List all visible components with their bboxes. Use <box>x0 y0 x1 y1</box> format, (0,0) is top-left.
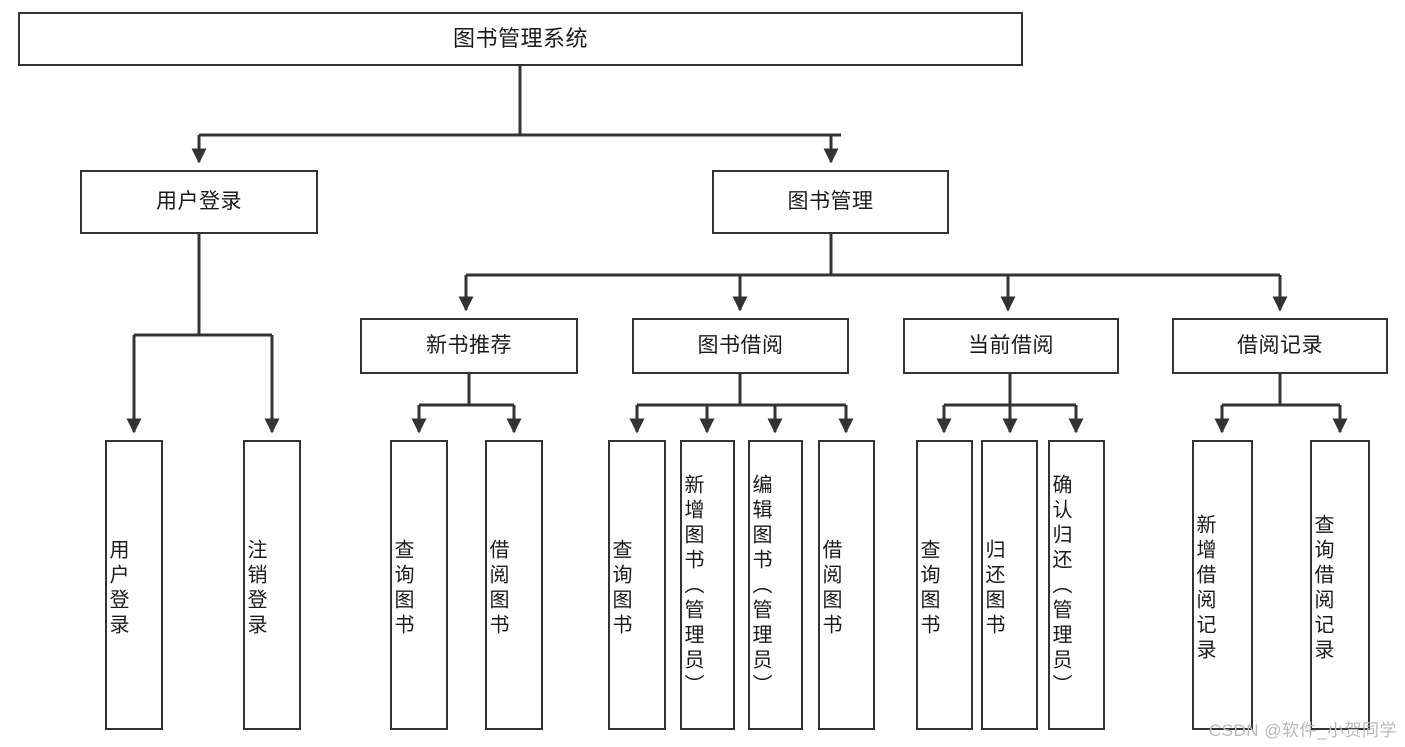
node-leaf-confirm-return-admin-label: 确认归还（管理员） <box>1049 473 1071 699</box>
node-book-borrow[interactable]: 图书借阅 <box>632 318 849 374</box>
node-leaf-borrow-book-1[interactable]: 借阅图书 <box>485 440 543 730</box>
node-leaf-query-book-1-label: 查询图书 <box>391 539 413 639</box>
node-new-book-recommend[interactable]: 新书推荐 <box>360 318 578 374</box>
node-current-borrow[interactable]: 当前借阅 <box>903 318 1119 374</box>
node-leaf-query-book-2[interactable]: 查询图书 <box>608 440 666 730</box>
node-current-borrow-label: 当前借阅 <box>968 334 1054 358</box>
node-leaf-borrow-book-1-label: 借阅图书 <box>486 539 508 639</box>
node-leaf-borrow-book-2[interactable]: 借阅图书 <box>818 440 875 730</box>
node-book-borrow-label: 图书借阅 <box>697 334 784 358</box>
node-leaf-query-book-1[interactable]: 查询图书 <box>390 440 448 730</box>
node-leaf-query-borrow-record-label: 查询借阅记录 <box>1311 514 1333 664</box>
node-leaf-add-borrow-record-label: 新增借阅记录 <box>1193 514 1215 664</box>
node-borrow-record-label: 借阅记录 <box>1237 334 1323 358</box>
node-leaf-user-login-label: 用户登录 <box>106 539 128 639</box>
node-book-manage-label: 图书管理 <box>787 190 874 214</box>
node-leaf-user-login[interactable]: 用户登录 <box>105 440 163 730</box>
node-leaf-logout-login[interactable]: 注销登录 <box>243 440 301 730</box>
node-user-login-label: 用户登录 <box>156 190 242 214</box>
node-leaf-return-book-label: 归还图书 <box>982 539 1004 639</box>
node-root[interactable]: 图书管理系统 <box>18 12 1023 66</box>
node-leaf-borrow-book-2-label: 借阅图书 <box>819 539 841 639</box>
node-leaf-add-book-admin-label: 新增图书（管理员） <box>681 473 703 699</box>
node-leaf-edit-book-admin[interactable]: 编辑图书（管理员） <box>748 440 803 730</box>
node-borrow-record[interactable]: 借阅记录 <box>1172 318 1388 374</box>
node-leaf-add-borrow-record[interactable]: 新增借阅记录 <box>1192 440 1253 730</box>
watermark: CSDN @软件_小贺同学 <box>1208 721 1397 740</box>
node-leaf-confirm-return-admin[interactable]: 确认归还（管理员） <box>1048 440 1105 730</box>
node-new-book-recommend-label: 新书推荐 <box>426 334 512 358</box>
node-leaf-query-borrow-record[interactable]: 查询借阅记录 <box>1310 440 1370 730</box>
node-leaf-return-book[interactable]: 归还图书 <box>981 440 1038 730</box>
node-leaf-logout-login-label: 注销登录 <box>244 539 266 639</box>
node-leaf-query-book-3[interactable]: 查询图书 <box>916 440 973 730</box>
node-leaf-add-book-admin[interactable]: 新增图书（管理员） <box>680 440 735 730</box>
node-leaf-query-book-2-label: 查询图书 <box>609 539 631 639</box>
node-book-manage[interactable]: 图书管理 <box>712 170 949 234</box>
node-leaf-edit-book-admin-label: 编辑图书（管理员） <box>749 473 771 699</box>
node-leaf-query-book-3-label: 查询图书 <box>917 539 939 639</box>
node-user-login[interactable]: 用户登录 <box>80 170 318 234</box>
node-root-label: 图书管理系统 <box>452 25 588 51</box>
